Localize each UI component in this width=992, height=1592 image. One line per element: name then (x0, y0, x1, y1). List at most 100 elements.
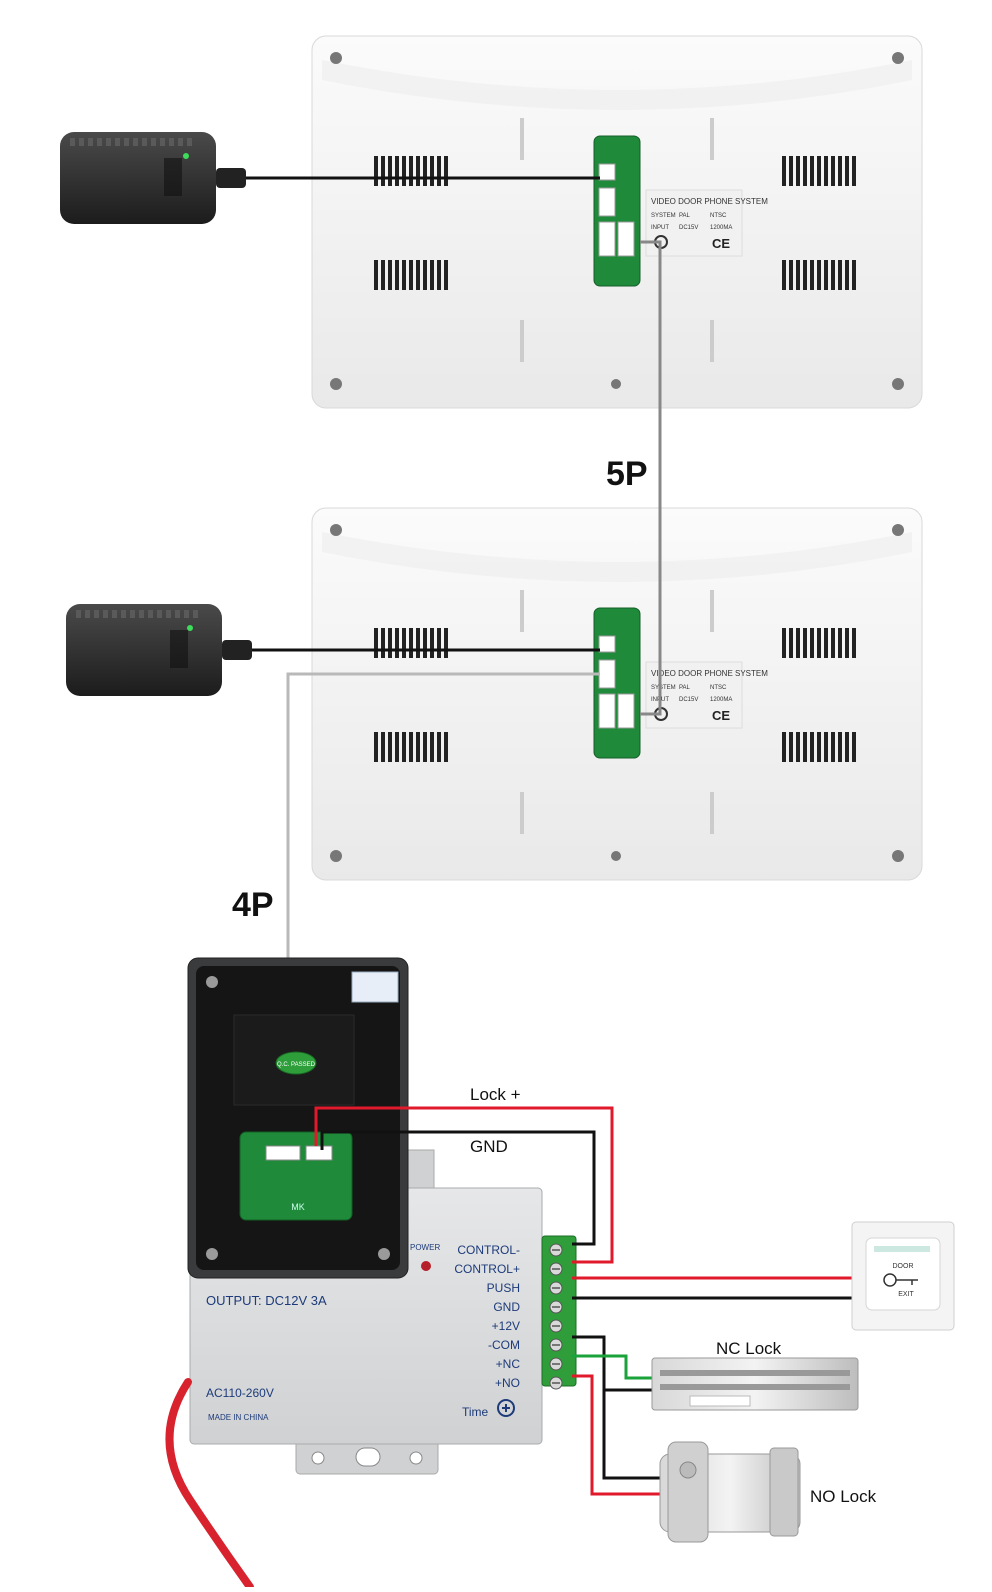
rib (142, 138, 147, 146)
nc-wire (572, 1354, 656, 1380)
vent-slot (395, 732, 399, 762)
power-output-label: OUTPUT: DC12V 3A (206, 1293, 327, 1308)
vent-slot (782, 628, 786, 658)
rib (160, 138, 165, 146)
nc-lock-label: NC Lock (716, 1339, 782, 1358)
vent-slot (831, 628, 835, 658)
rib (85, 610, 90, 618)
vent-slot (817, 732, 821, 762)
vent-slot (831, 732, 835, 762)
rib (178, 138, 183, 146)
screw-icon (892, 850, 904, 862)
terminal-label: +NO (495, 1376, 520, 1390)
terminal-label: -COM (488, 1338, 520, 1352)
adapter-ribs (70, 138, 192, 146)
speaker-vent (374, 628, 856, 762)
vent-slot (409, 260, 413, 290)
rib (70, 138, 75, 146)
speaker-vent (374, 156, 856, 290)
vent-slot (395, 156, 399, 186)
vent-slot (430, 628, 434, 658)
terminal-label: +12V (492, 1319, 520, 1333)
vent-slot (845, 732, 849, 762)
vent-slot (789, 260, 793, 290)
exit-button-exit-label: EXIT (898, 1291, 914, 1298)
cable-5p (640, 240, 662, 716)
vent-slot (395, 628, 399, 658)
power-adapter-1 (60, 132, 246, 224)
vent-slot (803, 156, 807, 186)
vent-slot (430, 732, 434, 762)
vent-slot (402, 628, 406, 658)
rib (151, 138, 156, 146)
vent-slot (437, 260, 441, 290)
screw-icon (206, 1248, 218, 1260)
vent-slot (789, 628, 793, 658)
no-lock-label: NO Lock (810, 1487, 877, 1506)
vent-slot (838, 732, 842, 762)
gnd-label: GND (470, 1137, 508, 1156)
gnd-wire (320, 1130, 596, 1246)
screw-icon (892, 524, 904, 536)
spec-system: SYSTEM (651, 213, 676, 219)
vent-slot (395, 260, 399, 290)
no-electric-lock (659, 1441, 801, 1543)
rib (112, 610, 117, 618)
vent-slot (796, 628, 800, 658)
screw-icon (611, 851, 621, 861)
terminal-label: +NC (496, 1357, 521, 1371)
vent-slot (796, 732, 800, 762)
screw-icon (611, 379, 621, 389)
screw-icon (892, 52, 904, 64)
vent-slot (838, 260, 842, 290)
spec-pal: PAL (679, 685, 691, 691)
vent-slot (402, 732, 406, 762)
spec-label (645, 661, 743, 729)
vent-slot (374, 260, 378, 290)
vent-slot (782, 156, 786, 186)
vent-slot (416, 156, 420, 186)
terminal-label: GND (493, 1300, 520, 1314)
vent-slot (381, 156, 385, 186)
lock-wiring (314, 1106, 856, 1496)
terminal-label: CONTROL+ (454, 1262, 520, 1276)
vent-slot (803, 260, 807, 290)
ce-mark: CE (712, 236, 730, 251)
led-icon (187, 625, 193, 631)
rib (121, 610, 126, 618)
com-wire (572, 1335, 664, 1480)
rib (103, 610, 108, 618)
spec-pal: PAL (679, 213, 691, 219)
keyhole-icon (679, 1461, 697, 1479)
vent-slot (817, 156, 821, 186)
rib (139, 610, 144, 618)
nc-magnetic-lock (651, 1357, 859, 1411)
indoor-monitor-1: VIDEO DOOR PHONE SYSTEM SYSTEM PAL NTSC … (311, 35, 923, 409)
qc-sticker (275, 1051, 317, 1075)
vent-slot (416, 260, 420, 290)
power-input-label: AC110-260V (206, 1386, 274, 1400)
vent-slot (838, 628, 842, 658)
rib (175, 610, 180, 618)
made-in-label: MADE IN CHINA (208, 1413, 269, 1422)
vent-slot (444, 732, 448, 762)
time-knob-icon[interactable] (497, 1399, 515, 1417)
vent-slot (789, 732, 793, 762)
rib (169, 138, 174, 146)
power-adapter-2 (66, 604, 252, 696)
vent-slot (437, 628, 441, 658)
exit-button-door-label: DOOR (893, 1263, 914, 1270)
exit-button: DOOR EXIT (851, 1221, 955, 1331)
screw-icon (330, 378, 342, 390)
spec-current: 1200MA (710, 225, 732, 231)
rib (124, 138, 129, 146)
vent-slot (430, 156, 434, 186)
spec-system: SYSTEM (651, 685, 676, 691)
vent-slot (852, 260, 856, 290)
vent-slot (782, 732, 786, 762)
terminal-label: PUSH (487, 1281, 520, 1295)
vent-slot (852, 628, 856, 658)
vent-slot (810, 260, 814, 290)
exit-button-face[interactable] (865, 1237, 941, 1311)
vent-slot (845, 156, 849, 186)
